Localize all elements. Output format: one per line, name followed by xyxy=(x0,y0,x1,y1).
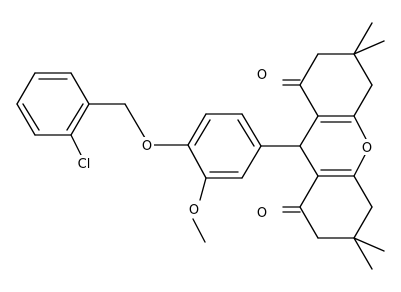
bond xyxy=(353,237,385,252)
bond xyxy=(299,115,319,147)
carbonyl-oxygen-bottom-atom: O xyxy=(255,204,269,221)
bond xyxy=(22,103,40,131)
bond xyxy=(353,206,373,239)
bond xyxy=(353,22,373,55)
bond xyxy=(187,144,207,179)
bond xyxy=(299,175,319,208)
bond xyxy=(16,103,36,136)
bond-lines xyxy=(16,22,385,270)
xanthene-oxygen-label: O xyxy=(362,141,372,156)
bond xyxy=(353,53,373,86)
bond xyxy=(16,72,36,105)
bond xyxy=(299,206,319,239)
xanthene-oxygen-atom: O xyxy=(360,139,374,156)
methoxy-oxygen-atom: O xyxy=(187,201,201,218)
bond xyxy=(241,145,262,179)
bond xyxy=(187,113,207,146)
bond xyxy=(299,84,319,117)
bond xyxy=(192,218,206,243)
methoxy-oxygen-label: O xyxy=(189,203,199,218)
carbonyl-oxygen-bottom-label: O xyxy=(257,206,267,221)
bond xyxy=(194,119,211,146)
bond xyxy=(353,175,373,208)
chlorine-label: Cl xyxy=(78,157,91,172)
bond xyxy=(353,115,367,140)
bond xyxy=(353,152,367,177)
bond xyxy=(70,134,83,158)
bond xyxy=(70,103,90,136)
bond xyxy=(353,237,373,270)
atom-labels: Cl O O O O O xyxy=(75,66,374,221)
chlorine-atom: Cl xyxy=(75,155,95,172)
bond xyxy=(199,177,207,201)
bond xyxy=(299,145,319,177)
carbonyl-oxygen-top-label: O xyxy=(257,68,267,83)
bond xyxy=(124,103,146,139)
bond xyxy=(299,53,319,86)
bond xyxy=(353,84,373,117)
ether-oxygen-atom: O xyxy=(140,137,154,154)
carbonyl-oxygen-top-atom: O xyxy=(255,66,269,83)
bond xyxy=(66,103,84,131)
bond xyxy=(237,119,255,147)
bond xyxy=(353,40,385,55)
bond xyxy=(70,72,90,105)
bond xyxy=(241,113,262,147)
ether-oxygen-label: O xyxy=(142,139,152,154)
